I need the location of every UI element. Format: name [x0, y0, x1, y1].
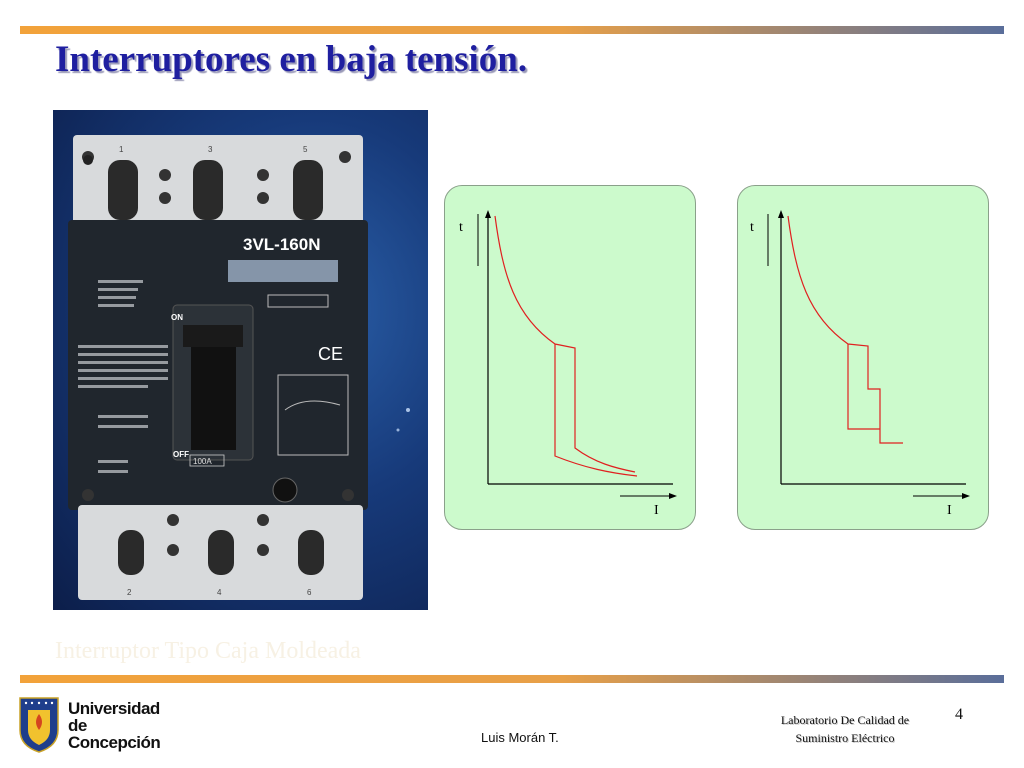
university-name-line2: de Concepción: [68, 716, 161, 752]
top-accent-bar: [20, 26, 1004, 34]
ce-mark: CE: [318, 344, 343, 364]
trip-curve-panel-right: t I: [737, 185, 989, 530]
terminal-label-3: 3: [208, 145, 213, 154]
lab-name: Laboratorio De Calidad de Suministro Elé…: [760, 711, 930, 747]
i-label: I: [947, 503, 952, 518]
rating-label: 100A: [193, 457, 212, 466]
trip-curve-panel-left: t I: [444, 185, 696, 530]
university-logo: Universidad de Concepción: [18, 696, 161, 759]
university-name-line1: Universidad: [68, 699, 160, 718]
trip-curve-upper: [787, 215, 903, 444]
t-label: t: [459, 220, 463, 235]
bottom-accent-bar: [20, 675, 1004, 683]
lab-name-line1: Laboratorio De Calidad de: [780, 713, 910, 727]
on-label: ON: [171, 313, 183, 322]
breaker-photo: 3VL-160N ON OFF CE 100A 1 3 5 2 4 6: [53, 110, 428, 610]
terminal-label-4: 4: [217, 588, 222, 597]
trip-curve-lower: [847, 344, 880, 430]
author-name: Luis Morán T.: [481, 730, 559, 745]
t-label: t: [750, 220, 754, 235]
trip-curve-lower: [554, 344, 638, 477]
lab-name-line2: Suministro Eléctrico: [795, 731, 895, 745]
photo-caption: Interruptor Tipo Caja Moldeada: [55, 638, 361, 664]
slide-title: Interruptores en baja tensión.: [55, 39, 528, 80]
off-label: OFF: [173, 450, 189, 459]
terminal-label-5: 5: [303, 145, 308, 154]
trip-curve-upper: [494, 215, 636, 473]
university-crest-icon: [19, 697, 59, 753]
terminal-label-2: 2: [127, 588, 132, 597]
terminal-label-1: 1: [119, 145, 124, 154]
terminal-label-6: 6: [307, 588, 312, 597]
model-label: 3VL-160N: [243, 235, 320, 254]
page-number: 4: [955, 706, 963, 723]
i-label: I: [654, 503, 659, 518]
